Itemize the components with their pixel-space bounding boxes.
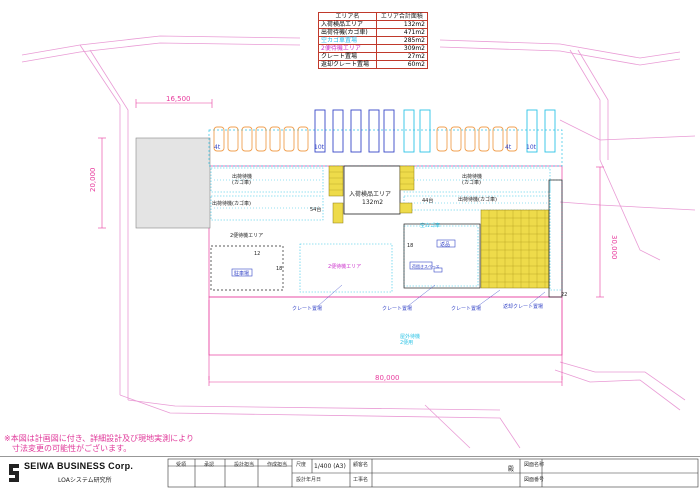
company-dept: LOAシステム研究所 <box>58 477 112 484</box>
dim-left <box>98 137 106 229</box>
truck-4t-left-label: 4t <box>214 144 221 151</box>
row-value: 309m2 <box>375 44 429 53</box>
small-boxes <box>231 239 456 277</box>
num-22: 22 <box>561 292 567 298</box>
row-value: 285m2 <box>375 36 429 45</box>
dim-top <box>135 99 213 108</box>
shipping-wait-left2: 出荷待機(カゴ車) <box>212 200 251 207</box>
inspection-area-size: 132m2 <box>362 199 383 206</box>
dim-right-label: 30,000 <box>610 235 618 260</box>
table-header-name: エリア名 <box>318 12 377 21</box>
row-value: 132m2 <box>375 20 429 29</box>
tb-drawing-name-label: 図面名称 <box>524 462 545 468</box>
grey-block <box>135 137 211 229</box>
row-name: クレート置場 <box>318 52 377 61</box>
crate-right-label: クレート置場 <box>451 305 481 312</box>
row-name: 返却クレート置場 <box>318 60 377 69</box>
table-row: 出荷待機(カゴ車) 471m2 <box>318 28 429 37</box>
tb-received: 受領 <box>176 462 187 468</box>
tb-scale-label: 尺度 <box>296 462 307 468</box>
second-wait-center-label: 2便待機エリア <box>328 263 361 270</box>
row-name: 空カゴ車置場 <box>318 36 377 45</box>
tb-checked: 設計担当 <box>234 462 255 468</box>
company-name: SEIWA BUSINESS Corp. <box>24 461 134 471</box>
row-value: 60m2 <box>375 60 429 69</box>
dim-left-label: 20,000 <box>89 168 97 193</box>
num-18b: 18 <box>407 243 413 249</box>
truck-10t-label: 10t <box>314 144 325 151</box>
empty-cart-label: 空カゴ車 <box>420 222 440 229</box>
tb-date-label: 設計年月日 <box>296 477 322 483</box>
black-zones <box>210 179 563 298</box>
tb-customer-value: 殿 <box>508 466 515 473</box>
truck-4t-right-label: 4t <box>505 144 512 151</box>
aisle-label: 荷捌きスペース <box>412 263 440 269</box>
truck-10t-right-label: 10t <box>526 144 537 151</box>
shipping-wait-right2: 出荷待機(カゴ車) <box>458 196 497 203</box>
trucks-orange-right <box>436 126 518 152</box>
table-row: クレート置場 27m2 <box>318 52 429 61</box>
trucks-cyan-mid <box>403 109 431 153</box>
table-row: 空カゴ車置場 285m2 <box>318 36 429 45</box>
inspection-area <box>343 165 401 215</box>
dim-top-label: 16,500 <box>166 95 191 103</box>
tb-scale-value: 1/400 (A3) <box>314 463 346 470</box>
company-logo-icon <box>9 464 19 482</box>
dim-right <box>596 166 604 298</box>
row-value: 27m2 <box>375 52 429 61</box>
table-header-value: エリア合計面積 <box>375 12 429 21</box>
row-value: 471m2 <box>375 28 429 37</box>
returns-label: 返品 <box>440 241 450 248</box>
table-row: 2便待機エリア 309m2 <box>318 44 429 53</box>
tb-drawn: 作成担当 <box>267 462 288 468</box>
area-summary-table: エリア名 エリア合計面積 入荷検品エリア 132m2 出荷待機(カゴ車) 471… <box>318 12 429 69</box>
table-row: 入荷検品エリア 132m2 <box>318 20 429 29</box>
parking-label: 駐車場 <box>234 270 249 277</box>
site-boundary <box>21 35 696 449</box>
count-44: 44台 <box>422 197 433 204</box>
row-name: 2便待機エリア <box>318 44 377 53</box>
tb-drawing-no-label: 図面番号 <box>524 477 545 483</box>
crate-grid <box>329 171 549 288</box>
crate-left-label: クレート置場 <box>292 305 322 312</box>
trucks-cyan-right <box>526 109 556 153</box>
return-crate-label: 返却クレート置場 <box>503 303 543 310</box>
tb-customer-label: 顧客名 <box>353 462 369 468</box>
shipping-wait-left: 出荷待機(カゴ車) <box>232 173 252 186</box>
num-18a: 18 <box>276 266 282 272</box>
num-12: 12 <box>254 251 260 257</box>
inspection-area-label: 入荷検品エリア <box>349 190 391 198</box>
right-cyan-block <box>549 179 563 291</box>
plan-note: ※本図は計画図に付き、詳細設計及び現地実測により 寸法変更の可能性がございます。 <box>4 434 194 453</box>
trucks-orange-left <box>213 126 309 152</box>
row-name: 出荷待機(カゴ車) <box>318 28 377 37</box>
trucks-blue <box>314 109 395 153</box>
dim-bottom-label: 80,000 <box>375 374 400 382</box>
count-54: 54台 <box>310 206 321 213</box>
row-name: 入荷検品エリア <box>318 20 377 29</box>
table-row: 返却クレート置場 60m2 <box>318 60 429 69</box>
crate-mid-label: クレート置場 <box>382 305 412 312</box>
second-wait-label: 2便待機エリア <box>230 232 263 239</box>
shipping-wait-right: 出荷待機(カゴ車) <box>462 173 482 186</box>
leader-lines <box>317 284 546 307</box>
title-block <box>0 456 700 488</box>
tb-approved: 承認 <box>204 462 215 468</box>
tb-project-label: 工事名 <box>353 477 369 483</box>
